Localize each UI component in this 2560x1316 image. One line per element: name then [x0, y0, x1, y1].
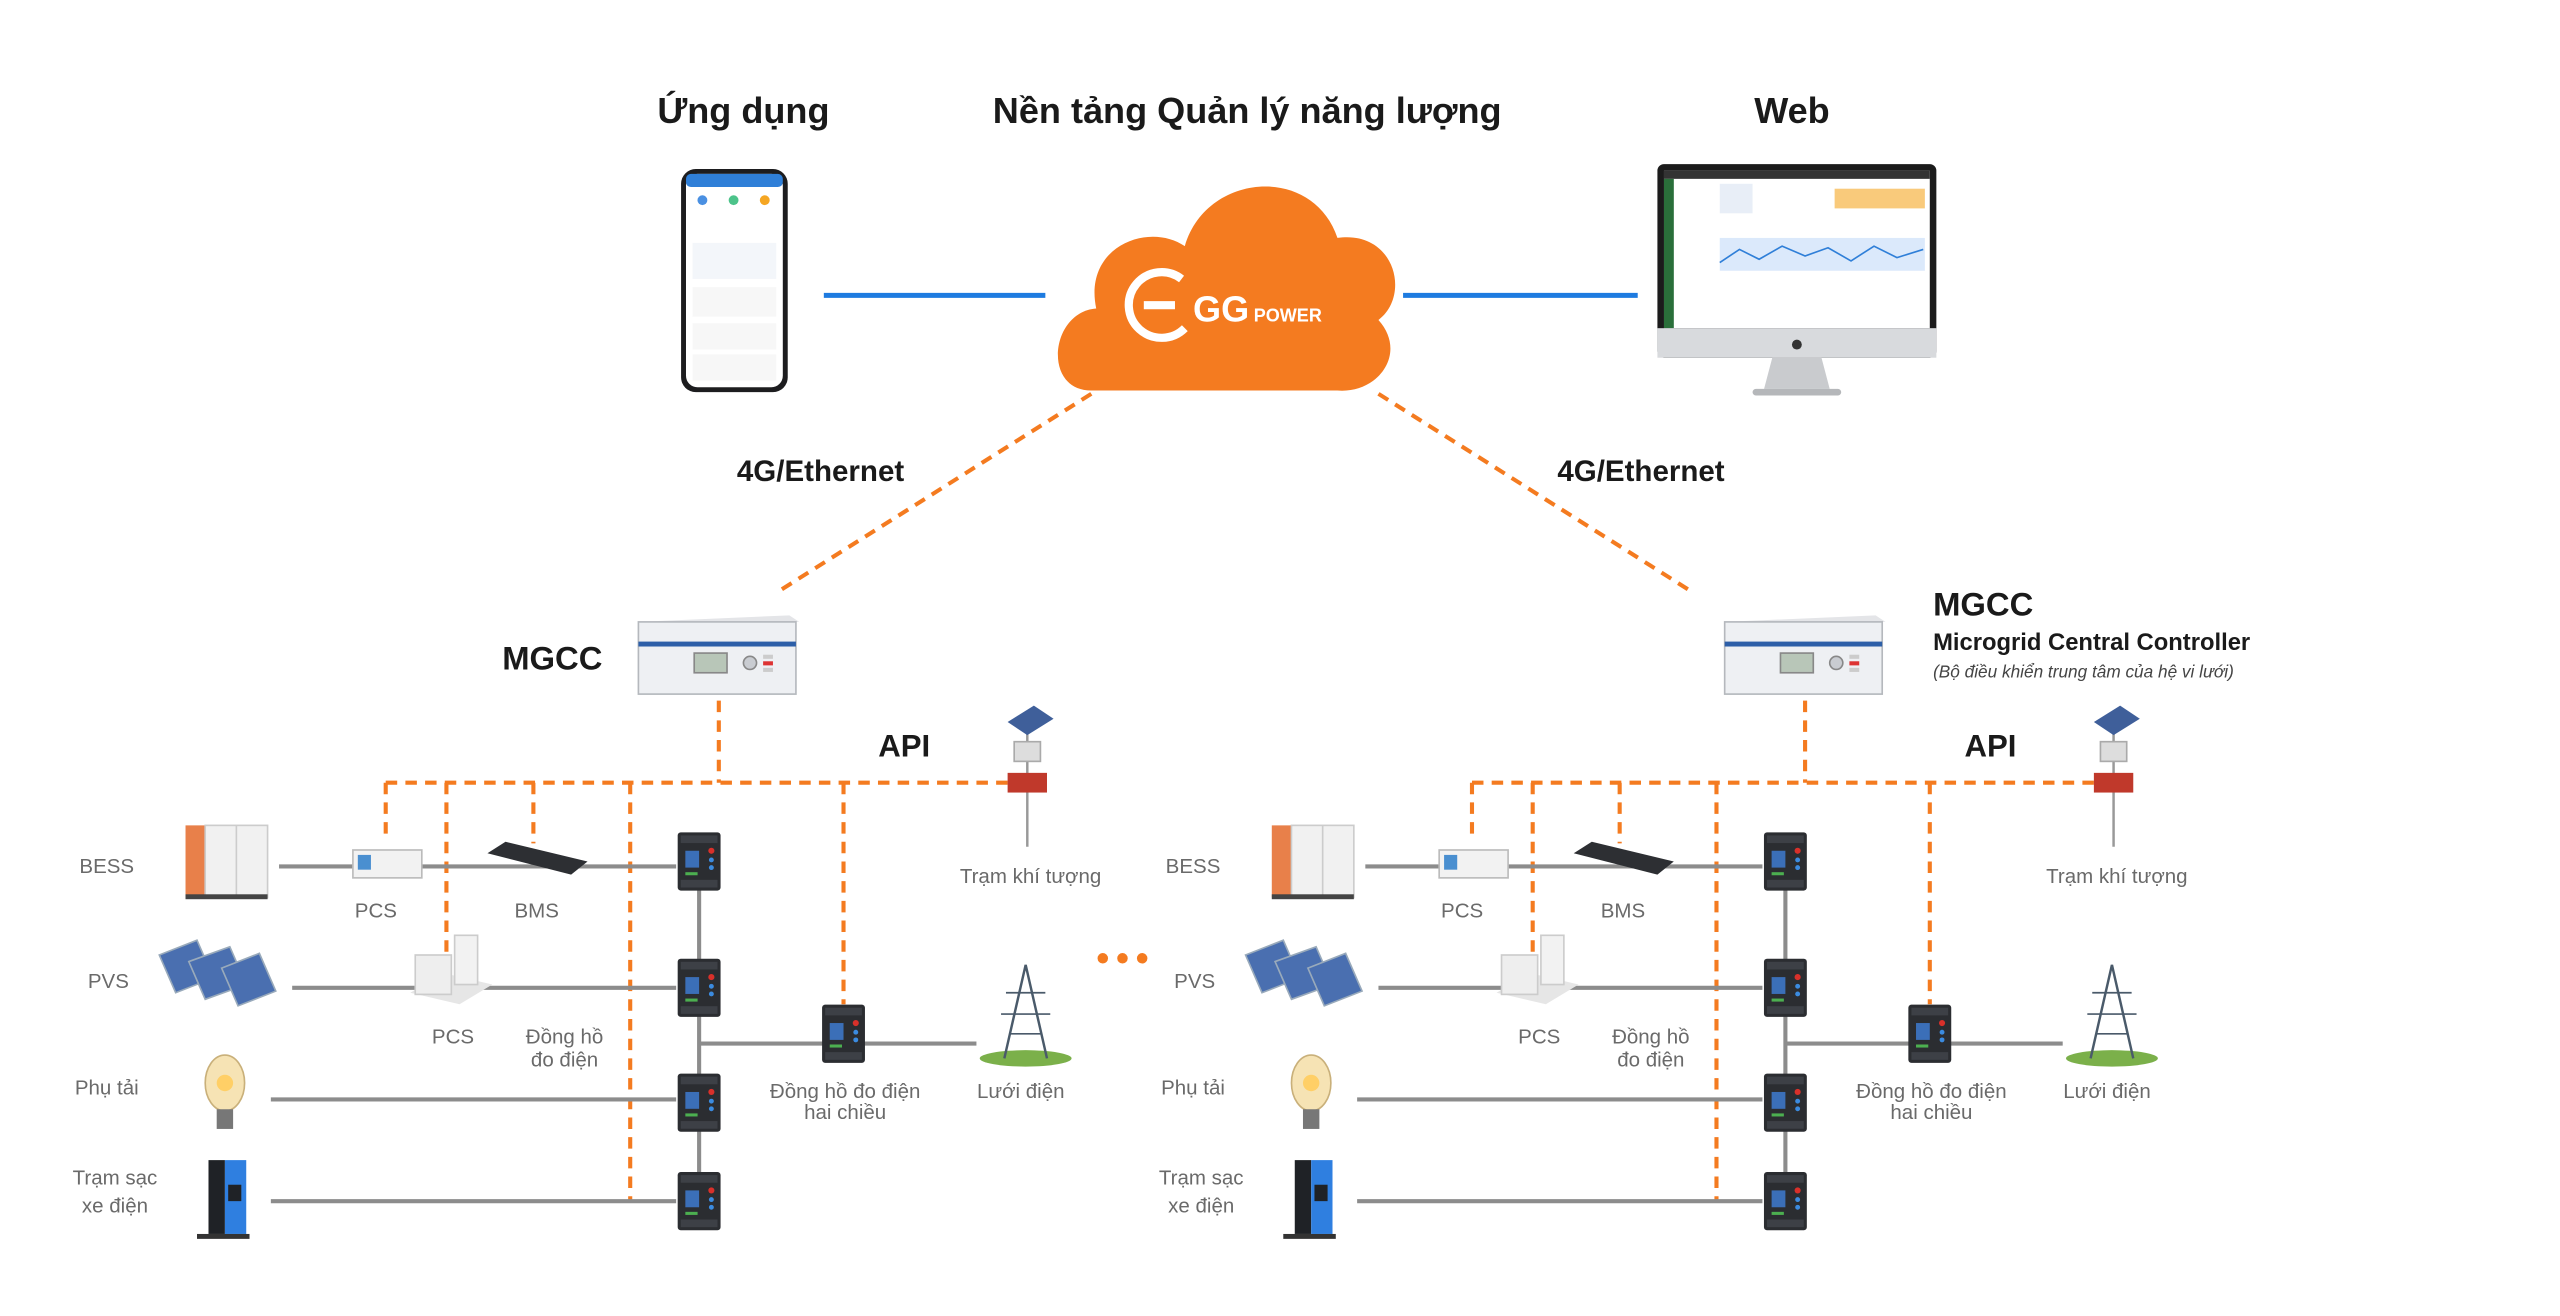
ev-label-line1: Trạm sạc	[73, 1167, 158, 1190]
meter-label-line1: Đồng hồ	[526, 1026, 604, 1049]
load-energy-meter	[1763, 1073, 1807, 1132]
mgcc-description: (Bộ điều khiển trung tâm của hệ vi lưới)	[1933, 662, 2234, 682]
left-mgcc-label: MGCC	[502, 639, 602, 676]
mgcc-full-name: Microgrid Central Controller	[1933, 629, 2250, 656]
pcs-inverter-image	[1438, 849, 1509, 879]
pcs-pv-label: PCS	[432, 1026, 474, 1049]
brand-power: POWER	[1254, 306, 1322, 326]
bess-cabinet-image	[185, 824, 269, 900]
weather-station-label: Trạm khí tượng	[2046, 865, 2187, 888]
ev-energy-meter	[677, 1172, 721, 1231]
ev-label-line2: xe điện	[1168, 1195, 1234, 1218]
left-network-label: 4G/Ethernet	[737, 455, 904, 488]
web-dashboard-monitor-image	[1657, 164, 1937, 396]
weather-station-icon	[2093, 705, 2140, 847]
ev-label-line2: xe điện	[82, 1195, 148, 1218]
light-bulb-icon	[204, 1054, 246, 1129]
more-sites-ellipsis	[1097, 953, 1148, 964]
web-heading: Web	[1754, 90, 1830, 131]
microgrid-site: API BESS PCS BMS PVS	[73, 614, 1101, 1239]
power-grid-tower-icon	[2065, 964, 2158, 1067]
pcs-label: PCS	[355, 899, 397, 922]
load-label: Phụ tải	[75, 1076, 139, 1099]
weather-station-label: Trạm khí tượng	[960, 865, 1101, 888]
app-heading: Ứng dụng	[657, 89, 829, 131]
bms-device-image	[487, 841, 588, 875]
solar-panels-image	[158, 939, 277, 1007]
power-grid-tower-icon	[979, 964, 1072, 1067]
ev-charger-icon	[197, 1160, 250, 1239]
mgcc-controller-device	[1723, 614, 1886, 695]
mobile-app-phone-image	[681, 169, 788, 393]
meter-label-line1: Đồng hồ	[1612, 1026, 1690, 1049]
pvs-label: PVS	[88, 970, 129, 993]
right-mgcc-label: MGCC	[1933, 585, 2033, 622]
pv-energy-meter	[1763, 958, 1807, 1017]
pv-energy-meter	[677, 958, 721, 1017]
load-label: Phụ tải	[1161, 1076, 1225, 1099]
load-energy-meter	[677, 1073, 721, 1132]
platform-heading: Nền tảng Quản lý năng lượng	[993, 90, 1502, 131]
microgrid-site: API BESS PCS BMS PVS	[1159, 614, 2188, 1239]
bidir-meter-label-line1: Đồng hồ đo điện	[770, 1080, 920, 1103]
grid-label: Lưới điện	[2063, 1080, 2151, 1103]
pcs-inverter-image	[352, 849, 423, 879]
ev-charger-icon	[1283, 1160, 1336, 1239]
bms-device-image	[1573, 841, 1674, 875]
pvs-label: PVS	[1174, 970, 1215, 993]
ggpower-logo-icon	[1124, 268, 1188, 342]
bidirectional-energy-meter	[822, 1004, 865, 1063]
bidir-meter-label-line2: hai chiều	[804, 1101, 886, 1124]
pcs-pv-cabinet-image	[1496, 934, 1579, 1005]
left-4g-link	[778, 392, 1093, 593]
weather-station-icon	[1007, 705, 1054, 847]
api-label: API	[1965, 728, 2017, 763]
right-network-label: 4G/Ethernet	[1557, 455, 1724, 488]
meter-label-line2: đo điện	[1617, 1049, 1684, 1072]
pcs-label: PCS	[1441, 899, 1483, 922]
ev-label-line1: Trạm sạc	[1159, 1167, 1244, 1190]
ggpower-cloud: GG POWER	[1057, 186, 1396, 391]
pcs-pv-label: PCS	[1518, 1026, 1560, 1049]
right-4g-link	[1377, 392, 1692, 593]
light-bulb-icon	[1290, 1054, 1332, 1129]
bess-cabinet-image	[1271, 824, 1355, 900]
bms-label: BMS	[514, 899, 558, 922]
bidir-meter-label-line2: hai chiều	[1890, 1101, 1972, 1124]
meter-label-line2: đo điện	[531, 1049, 598, 1072]
bess-label: BESS	[79, 855, 134, 878]
bess-energy-meter	[677, 832, 721, 891]
grid-label: Lưới điện	[977, 1080, 1065, 1103]
bms-label: BMS	[1601, 899, 1645, 922]
brand-gg: GG	[1193, 289, 1249, 330]
ev-energy-meter	[1763, 1172, 1807, 1231]
bess-label: BESS	[1166, 855, 1221, 878]
mgcc-controller-device	[637, 614, 800, 695]
solar-panels-image	[1244, 939, 1364, 1007]
api-label: API	[878, 728, 930, 763]
pcs-pv-cabinet-image	[410, 934, 493, 1005]
bidir-meter-label-line1: Đồng hồ đo điện	[1856, 1080, 2006, 1103]
bess-energy-meter	[1763, 832, 1807, 891]
bidirectional-energy-meter	[1908, 1004, 1952, 1063]
